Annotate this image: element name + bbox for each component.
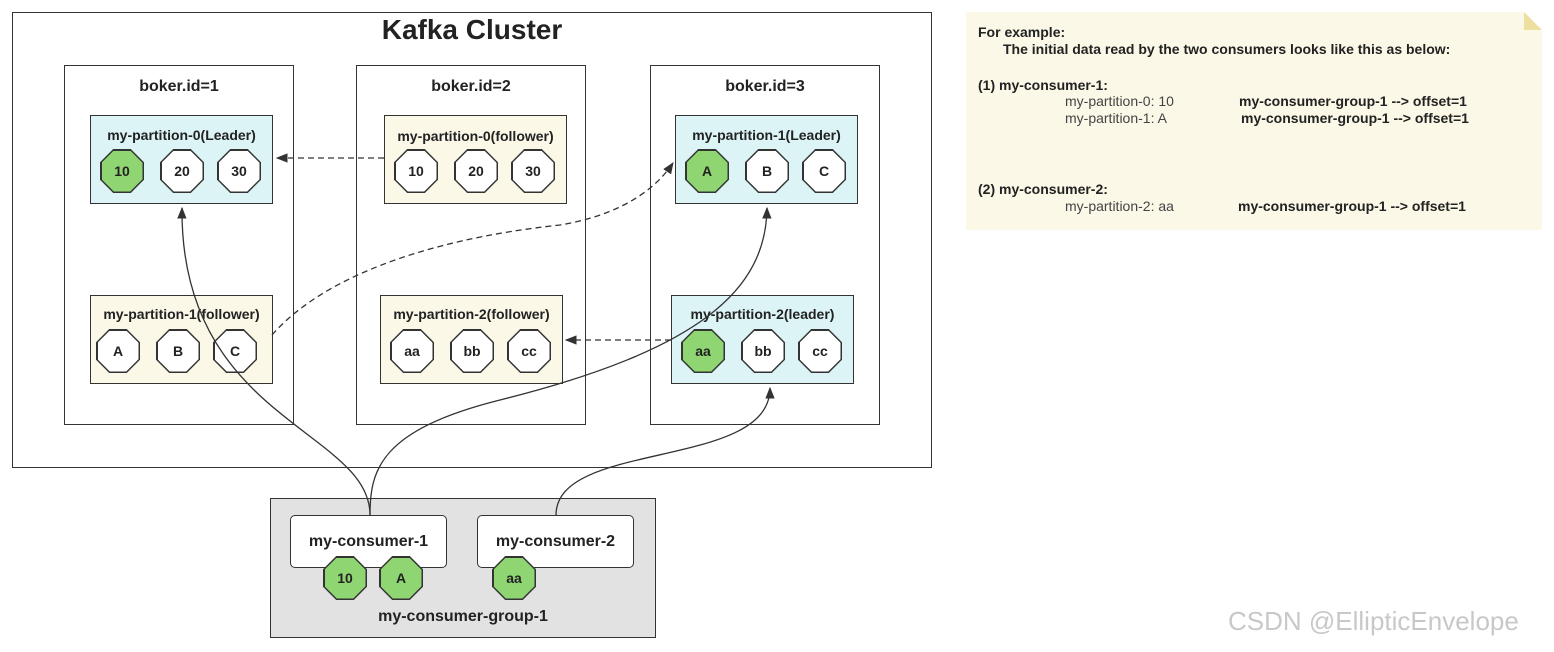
message: 10 xyxy=(394,149,438,193)
message: aa xyxy=(390,329,434,373)
message-consumed: A xyxy=(685,149,729,193)
partition-label: my-partition-2(follower) xyxy=(393,306,550,322)
broker-2-label: boker.id=2 xyxy=(431,78,511,95)
message: B xyxy=(156,329,200,373)
message: C xyxy=(213,329,257,373)
message: cc xyxy=(798,329,842,373)
partition-label: my-partition-1(Leader) xyxy=(692,127,841,143)
message-consumed: aa xyxy=(681,329,725,373)
note-offset-row: my-consumer-group-1 --> offset=1 xyxy=(1239,93,1467,109)
partition-label: my-partition-0(follower) xyxy=(397,128,554,144)
message: bb xyxy=(450,329,494,373)
message: B xyxy=(745,149,789,193)
message: C xyxy=(802,149,846,193)
consumer-1: my-consumer-1 xyxy=(290,515,447,568)
partition-label: my-partition-0(Leader) xyxy=(107,127,256,143)
note-partition: my-partition-1: A xyxy=(1065,110,1167,126)
note-offset-row: my-consumer-group-1 --> offset=1 xyxy=(1241,110,1469,126)
consumer-1-message: 10 xyxy=(323,556,367,600)
note-intro: The initial data read by the two consume… xyxy=(1003,41,1451,57)
note-section-title: (2) my-consumer-2: xyxy=(978,181,1108,197)
consume-arrow-c1-p0 xyxy=(177,206,371,516)
consume-arrow-c1-p1 xyxy=(369,206,772,516)
cluster-title: Kafka Cluster xyxy=(381,14,563,45)
message: 30 xyxy=(217,149,261,193)
message: bb xyxy=(741,329,785,373)
broker-1-label: boker.id=1 xyxy=(139,78,219,95)
message: 20 xyxy=(160,149,204,193)
note-heading: For example: xyxy=(978,24,1066,40)
message: 20 xyxy=(454,149,498,193)
note-section-title: (1) my-consumer-1: xyxy=(978,77,1108,93)
message: A xyxy=(96,329,140,373)
consume-arrow-c2-p2 xyxy=(555,386,775,516)
consumer-2-message: aa xyxy=(492,556,536,600)
message: cc xyxy=(507,329,551,373)
broker-3-label: boker.id=3 xyxy=(725,78,805,95)
message-consumed: 10 xyxy=(100,149,144,193)
message: 30 xyxy=(511,149,555,193)
watermark: CSDN @EllipticEnvelope xyxy=(1228,606,1519,636)
consumer-1-message: A xyxy=(379,556,423,600)
partition-label: my-partition-2(leader) xyxy=(690,306,835,322)
note-offset-row: my-consumer-group-1 --> offset=1 xyxy=(1238,198,1466,214)
partition-label: my-partition-1(follower) xyxy=(103,306,260,322)
consumer-group-label: my-consumer-group-1 xyxy=(378,608,548,625)
replication-arrow-p1 xyxy=(271,162,674,336)
note-partition: my-partition-0: 10 xyxy=(1065,93,1174,109)
note-partition: my-partition-2: aa xyxy=(1065,198,1174,214)
example-note xyxy=(966,12,1542,230)
